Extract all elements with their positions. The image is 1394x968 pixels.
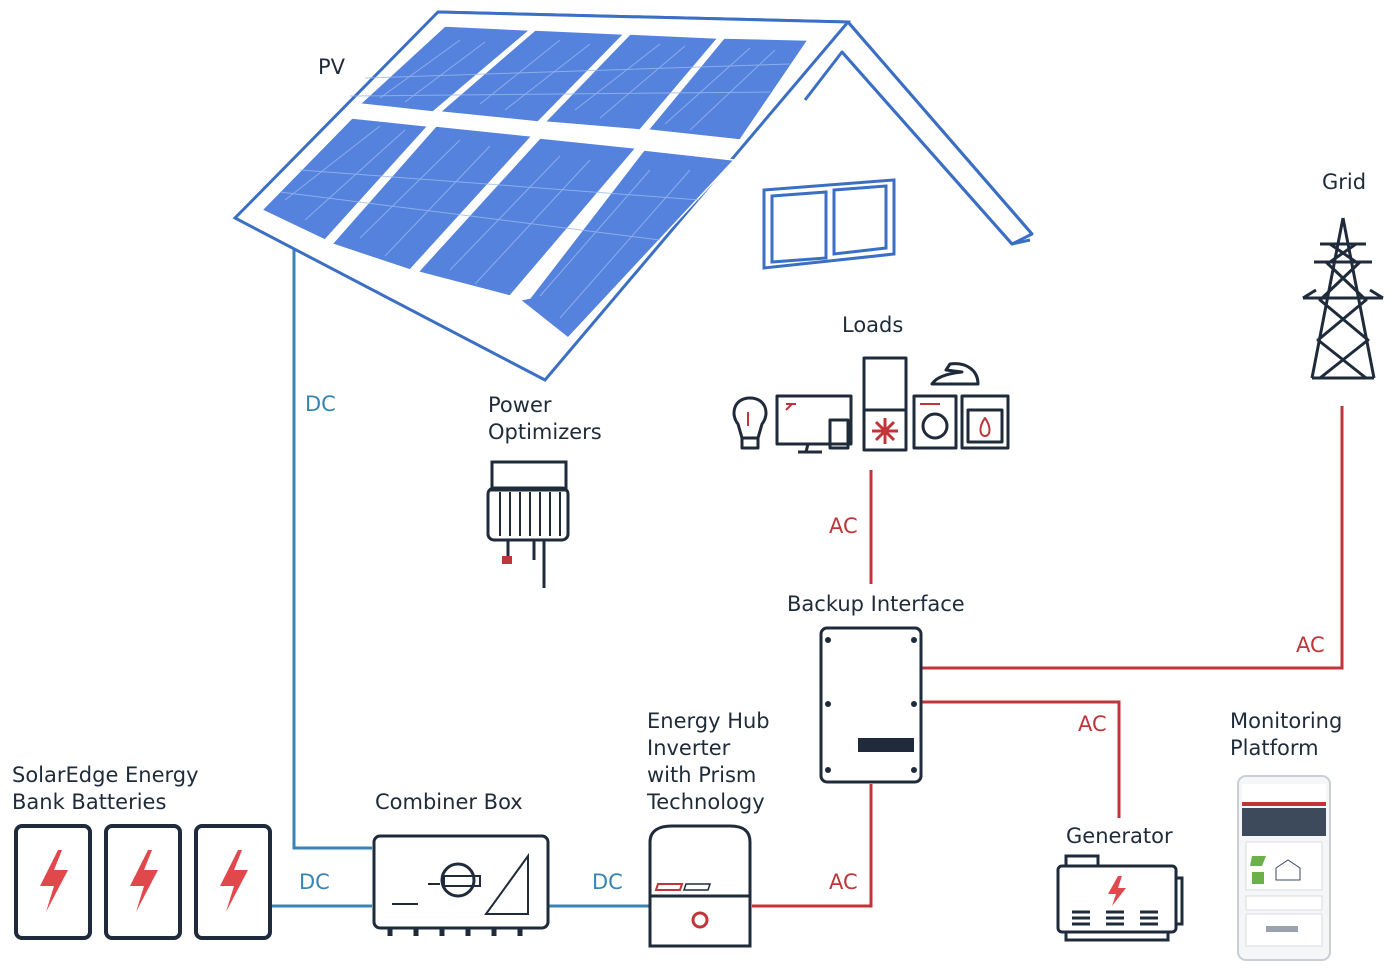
- monitoring-platform-label: Monitoring Platform: [1230, 709, 1343, 760]
- washing-machine-icon: [912, 394, 958, 450]
- oven-icon: [960, 394, 1010, 450]
- generator-device: [1056, 854, 1184, 942]
- solar-panel-icon: [358, 25, 532, 113]
- lightning-bolt-icon: [40, 850, 68, 912]
- transmission-tower-icon: [1302, 217, 1384, 380]
- backup-interface-label: Backup Interface: [787, 592, 965, 616]
- monitoring-phone-icon: [1237, 775, 1331, 961]
- lightning-bolt-icon: [220, 850, 248, 912]
- ac-label-generator: AC: [1078, 712, 1107, 736]
- solar-panel-icon: [543, 33, 720, 131]
- combiner-box-device: [372, 834, 550, 936]
- dc-wires: [272, 236, 650, 908]
- lightning-bolt-icon: [1108, 876, 1126, 906]
- dc-label-combiner: DC: [592, 870, 623, 894]
- batteries-label: SolarEdge Energy Bank Batteries: [12, 763, 199, 814]
- house-roof-edge: [846, 21, 1034, 235]
- house-window: [762, 178, 896, 270]
- pv-cell-lines: [279, 39, 791, 319]
- dc-label-pv: DC: [305, 392, 336, 416]
- energy-hub-inverter-label: Energy Hub Inverter with Prism Technolog…: [647, 709, 770, 814]
- ac-label-loads: AC: [829, 514, 858, 538]
- power-optimizers-label: Power Optimizers: [488, 393, 602, 444]
- combiner-box-label: Combiner Box: [375, 790, 523, 814]
- backup-interface-device: [819, 626, 923, 784]
- solar-panel-icon: [260, 117, 430, 241]
- ac-label-grid: AC: [1296, 633, 1325, 657]
- battery-unit: [104, 824, 182, 940]
- dc-wire-pv: [292, 236, 372, 850]
- generator-label: Generator: [1066, 824, 1173, 848]
- power-optimizer-device: [486, 460, 570, 588]
- solar-panel-icon: [646, 37, 810, 141]
- ac-label-inverter: AC: [829, 870, 858, 894]
- pv-array: [232, 10, 852, 382]
- iron-icon: [930, 362, 980, 386]
- battery-unit: [194, 824, 272, 940]
- loads-label: Loads: [842, 313, 904, 337]
- house-roof-inner-edge: [840, 51, 1031, 246]
- lightning-bolt-icon: [130, 850, 158, 912]
- ac-wire-generator: [921, 700, 1121, 818]
- solar-panel-icon: [416, 137, 638, 297]
- ac-wire-inverter: [752, 784, 873, 908]
- light-bulb-icon: [732, 396, 768, 450]
- solar-panel-icon: [518, 149, 736, 340]
- house: [437, 10, 1034, 270]
- energy-hub-inverter-device: [648, 824, 752, 948]
- loads-icons: [732, 356, 1010, 454]
- solar-panel-icon: [330, 125, 534, 271]
- monitor-icon: [775, 394, 853, 454]
- dc-label-battery: DC: [299, 870, 330, 894]
- ac-wires: [752, 406, 1344, 908]
- battery-bank: [14, 824, 272, 940]
- refrigerator-icon: [862, 356, 908, 452]
- pv-label: PV: [318, 55, 346, 79]
- ac-wire-grid: [921, 406, 1344, 670]
- battery-unit: [14, 824, 92, 940]
- grid-label: Grid: [1322, 170, 1367, 194]
